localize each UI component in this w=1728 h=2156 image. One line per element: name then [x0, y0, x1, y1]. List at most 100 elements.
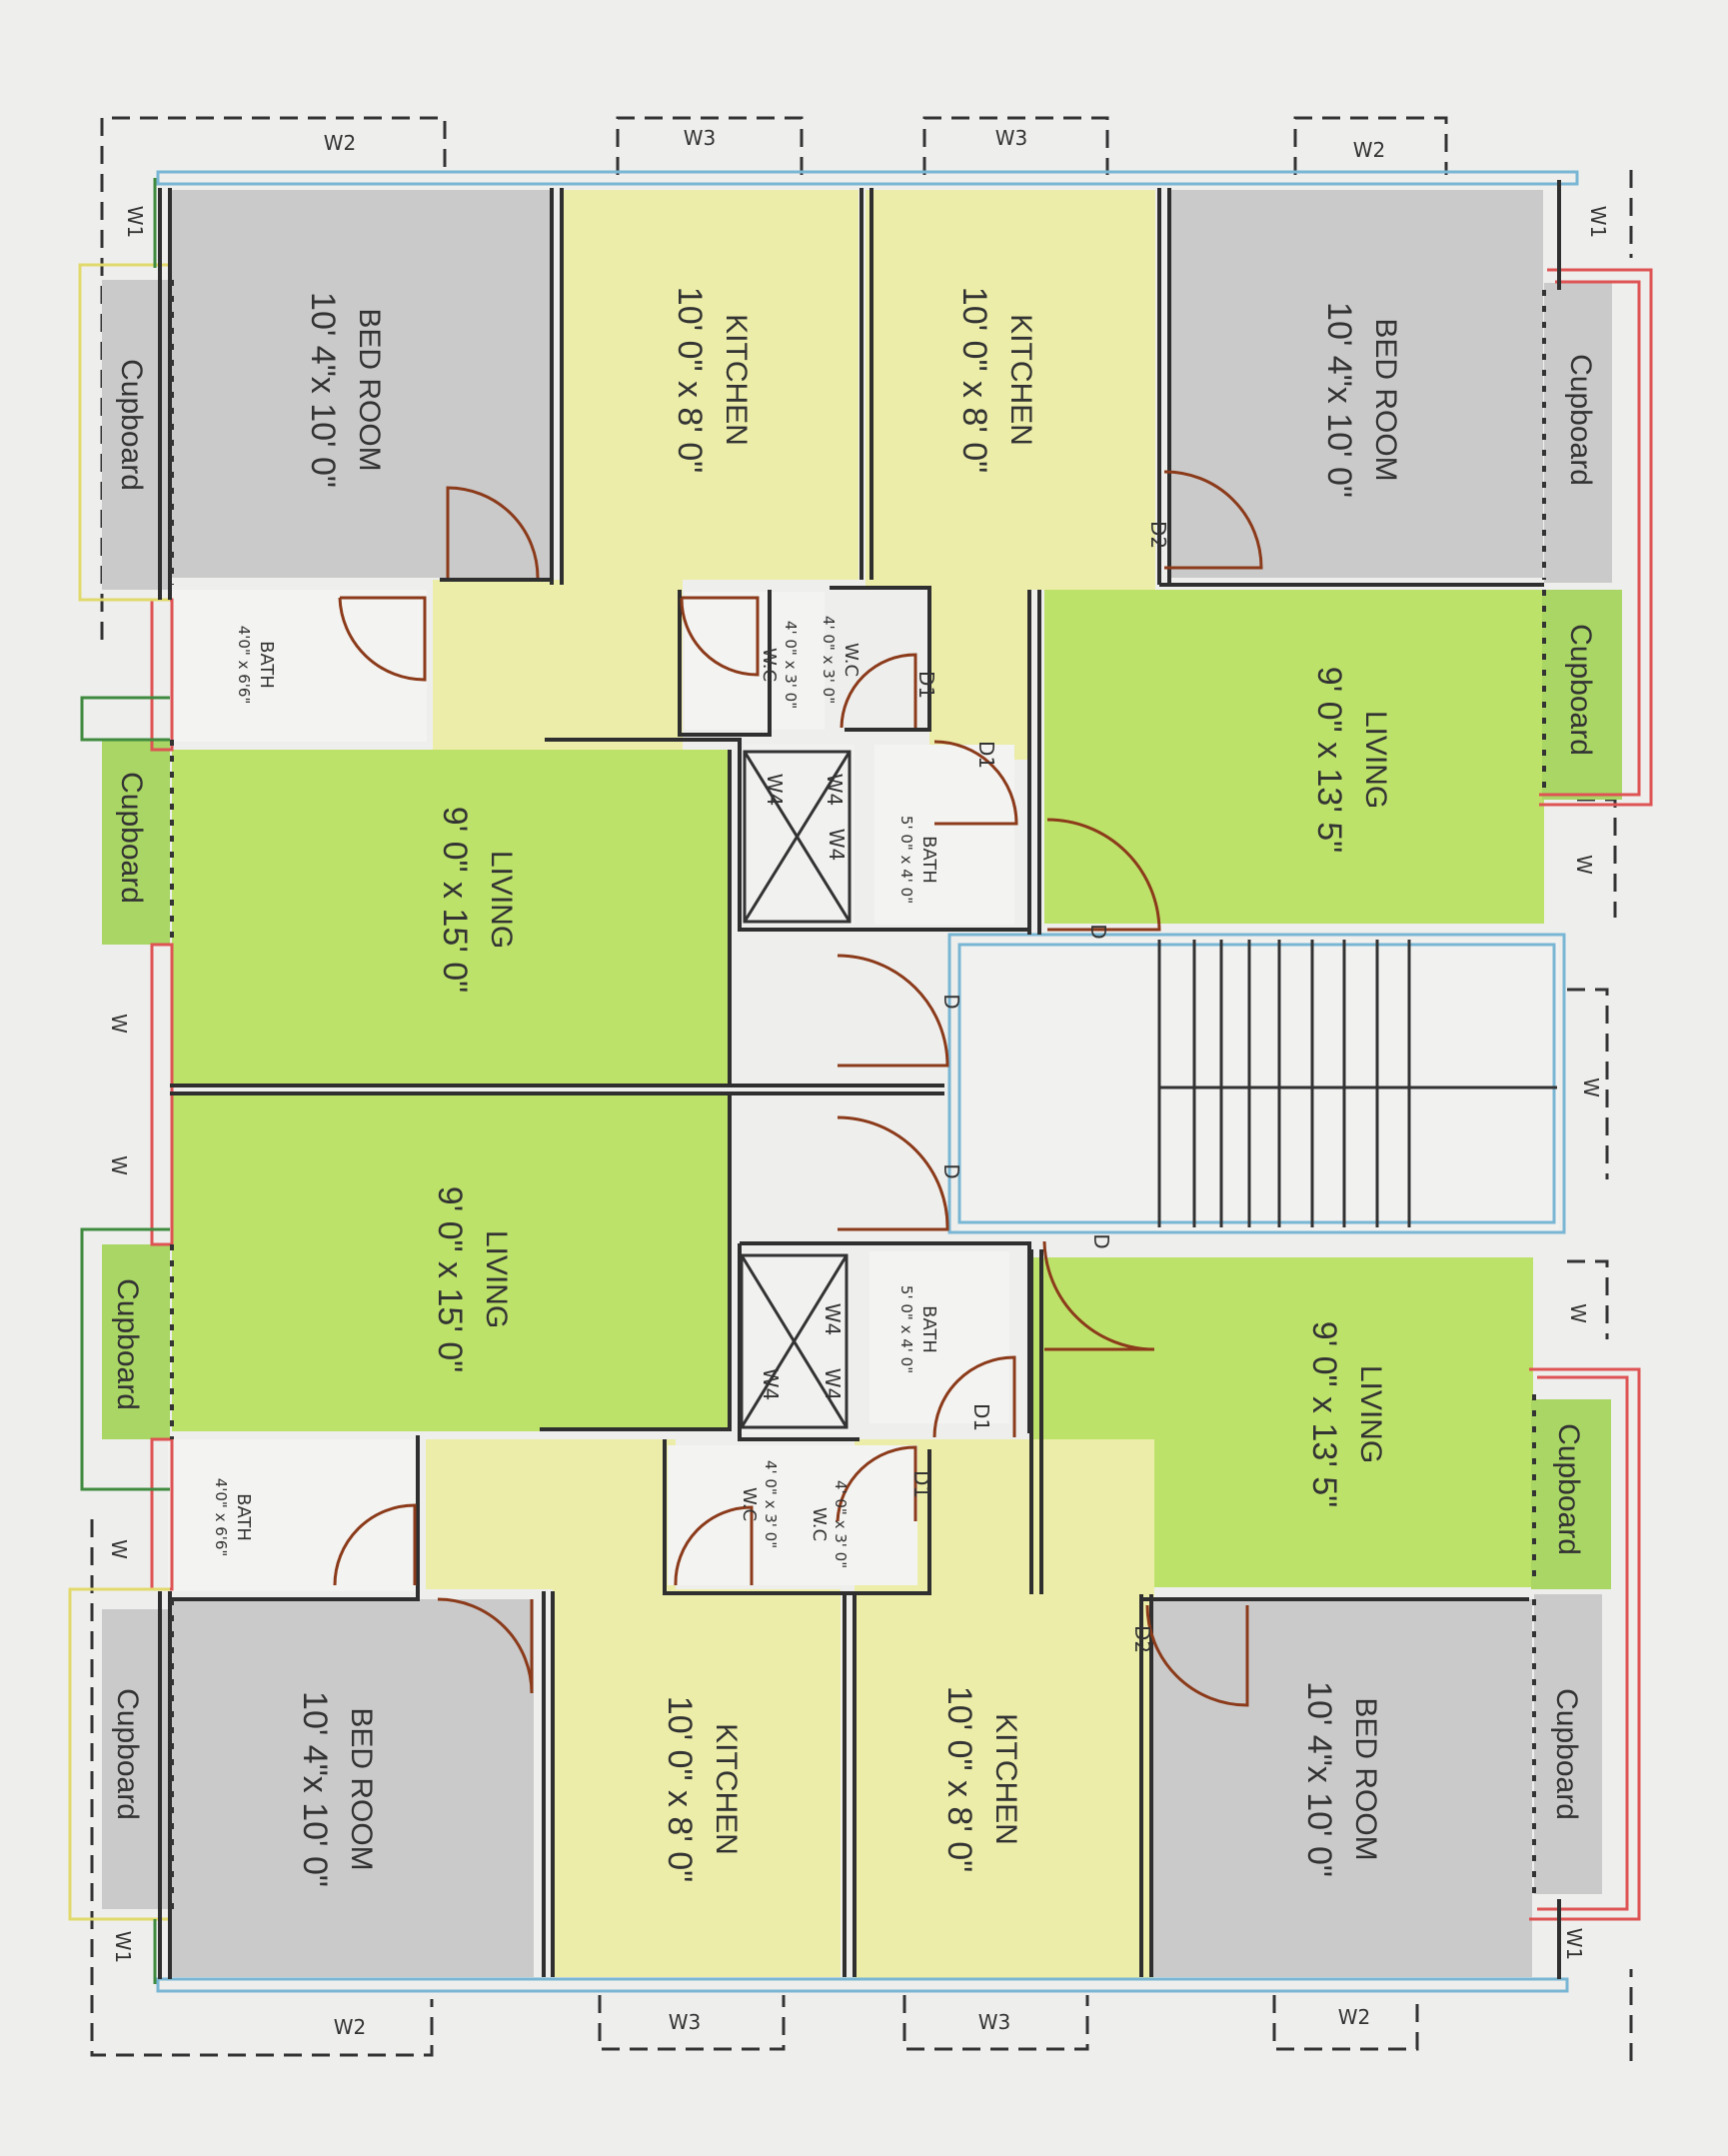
room-liv-tr: LIVING 9' 0" x 13' 5"	[1310, 667, 1392, 853]
room-name: BED ROOM	[345, 1707, 378, 1870]
window-label: W4	[759, 1368, 783, 1401]
wc-b2: 4' 0" x 3' 0" W.C	[809, 1480, 850, 1568]
room-kit-bl: KITCHEN 10' 0" x 8' 0"	[661, 1696, 743, 1882]
room-size: 10' 0" x 8' 0"	[661, 1696, 699, 1882]
bath-tl: BATH 4'0" x 6'6"	[235, 626, 277, 705]
room-size: 4' 0" x 3' 0"	[832, 1480, 850, 1568]
door-label: D	[1086, 924, 1110, 939]
room-name: BED ROOM	[353, 308, 386, 471]
door-label: D1	[974, 741, 998, 769]
window-label: W3	[669, 2010, 702, 2034]
walls	[158, 180, 1561, 1979]
room-name: W.C	[739, 1487, 760, 1521]
room-size: 5' 0" x 4' 0"	[897, 816, 915, 904]
window-label: W	[107, 1155, 131, 1175]
door-label: D2	[1146, 521, 1170, 549]
cupboard-label: Cupboard	[1564, 624, 1597, 756]
room-fills	[102, 190, 1622, 1979]
colored-outlines	[68, 170, 1653, 1993]
window-label: W4	[821, 1368, 845, 1401]
room-name: BATH	[256, 641, 277, 689]
window-label: W	[1572, 855, 1596, 875]
window-label: W1	[1562, 1928, 1586, 1961]
room-size: 10' 0" x 8' 0"	[940, 1686, 978, 1872]
ducts	[740, 750, 852, 1429]
window-label: W2	[334, 2015, 367, 2039]
door-label: D2	[1130, 1625, 1154, 1653]
room-size: 4' 0" x 3' 0"	[782, 621, 800, 709]
window-label: W	[107, 1014, 131, 1034]
room-bed-bl: BED ROOM 10' 4"x 10' 0"	[296, 1691, 378, 1887]
window-label: W2	[1338, 2005, 1371, 2029]
cupboard-labels: Cupboard Cupboard Cupboard Cupboard Cupb…	[111, 354, 1597, 1820]
room-size: 4'0" x 6'6"	[235, 626, 253, 705]
room-kit-tl: KITCHEN 10' 0" x 8' 0"	[671, 287, 753, 473]
cupboard-label: Cupboard	[111, 1278, 144, 1410]
room-size: 4' 0" x 3' 0"	[820, 616, 838, 704]
wc-t2: W.C 4' 0" x 3' 0"	[820, 616, 862, 704]
window-label: W4	[763, 774, 787, 807]
wc-b1: 4' 0" x 3' 0" W.C	[739, 1460, 780, 1548]
window-label: W	[107, 1539, 131, 1559]
room-liv-l2: LIVING 9' 0" x 15' 0"	[431, 1186, 513, 1372]
room-size: 10' 4"x 10' 0"	[296, 1691, 334, 1887]
room-name: KITCHEN	[710, 1723, 743, 1855]
room-size: 10' 4"x 10' 0"	[1300, 1681, 1338, 1877]
window-label: W4	[821, 1303, 845, 1336]
room-size: 9' 0" x 13' 5"	[1310, 667, 1348, 853]
room-kit-tr: KITCHEN 10' 0" x 8' 0"	[955, 287, 1037, 473]
room-name: KITCHEN	[720, 314, 753, 446]
room-name: W.C	[809, 1507, 830, 1541]
window-label: W3	[978, 2010, 1011, 2034]
room-size: 10' 0" x 8' 0"	[671, 287, 709, 473]
room-name: W.C	[759, 648, 780, 682]
room-name: BATH	[233, 1493, 254, 1541]
room-size: 10' 4"x 10' 0"	[304, 292, 342, 488]
door-label: D	[1089, 1233, 1113, 1248]
room-liv-l1: LIVING 9' 0" x 15' 0"	[436, 807, 518, 993]
wc-t1: 4' 0" x 3' 0" W.C	[759, 621, 800, 709]
window-label: W3	[684, 126, 717, 150]
window-label: W1	[111, 1931, 135, 1964]
room-size: 4'0" x 6'6"	[212, 1478, 230, 1557]
window-label: W	[1579, 1078, 1603, 1097]
room-size: 10' 0" x 8' 0"	[955, 287, 993, 473]
room-name: LIVING	[485, 851, 518, 949]
window-labels: W2 W3 W3 W2 W1 W1 W W W W W W W1 W1 W2 W…	[107, 126, 1610, 2039]
room-name: LIVING	[1354, 1365, 1387, 1463]
cupboard-label: Cupboard	[1552, 1423, 1585, 1555]
bath-br: BATH 5' 0" x 4' 0"	[897, 1285, 939, 1373]
room-name: BATH	[918, 1305, 939, 1353]
door-label: D1	[909, 1470, 933, 1498]
staircase	[1157, 940, 1557, 1227]
window-label: W	[1566, 1303, 1590, 1323]
cupboard-dotted-lines	[170, 280, 1546, 1909]
room-bed-tl: BED ROOM 10' 4"x 10' 0"	[304, 292, 386, 488]
window-label: W2	[1353, 138, 1386, 162]
door-label: D1	[914, 671, 938, 699]
room-kit-br: KITCHEN 10' 0" x 8' 0"	[940, 1686, 1022, 1872]
door-label: D	[939, 994, 963, 1009]
room-name: KITCHEN	[989, 1713, 1022, 1845]
room-size: 10' 4"x 10' 0"	[1320, 302, 1358, 498]
cupboard-label: Cupboard	[115, 772, 148, 904]
window-label: W4	[825, 829, 849, 862]
window-label: W1	[123, 206, 147, 239]
bath-tr: BATH 5' 0" x 4' 0"	[897, 816, 939, 904]
room-name: W.C	[841, 643, 862, 677]
room-size: 9' 0" x 13' 5"	[1305, 1321, 1343, 1507]
bath-bl: BATH 4'0" x 6'6"	[212, 1478, 254, 1557]
cupboard-label: Cupboard	[1564, 354, 1597, 486]
door-label: D1	[969, 1403, 993, 1431]
door-label: D	[939, 1163, 963, 1178]
room-bed-br: BED ROOM 10' 4"x 10' 0"	[1300, 1681, 1382, 1877]
window-label: W1	[1586, 206, 1610, 239]
room-bed-tr: BED ROOM 10' 4"x 10' 0"	[1320, 302, 1402, 498]
room-name: BATH	[918, 836, 939, 884]
door-swings	[333, 470, 1263, 1707]
room-size: 9' 0" x 15' 0"	[431, 1186, 469, 1372]
room-size: 4' 0" x 3' 0"	[762, 1460, 780, 1548]
room-size: 9' 0" x 15' 0"	[436, 807, 474, 993]
cupboard-label: Cupboard	[115, 359, 148, 491]
